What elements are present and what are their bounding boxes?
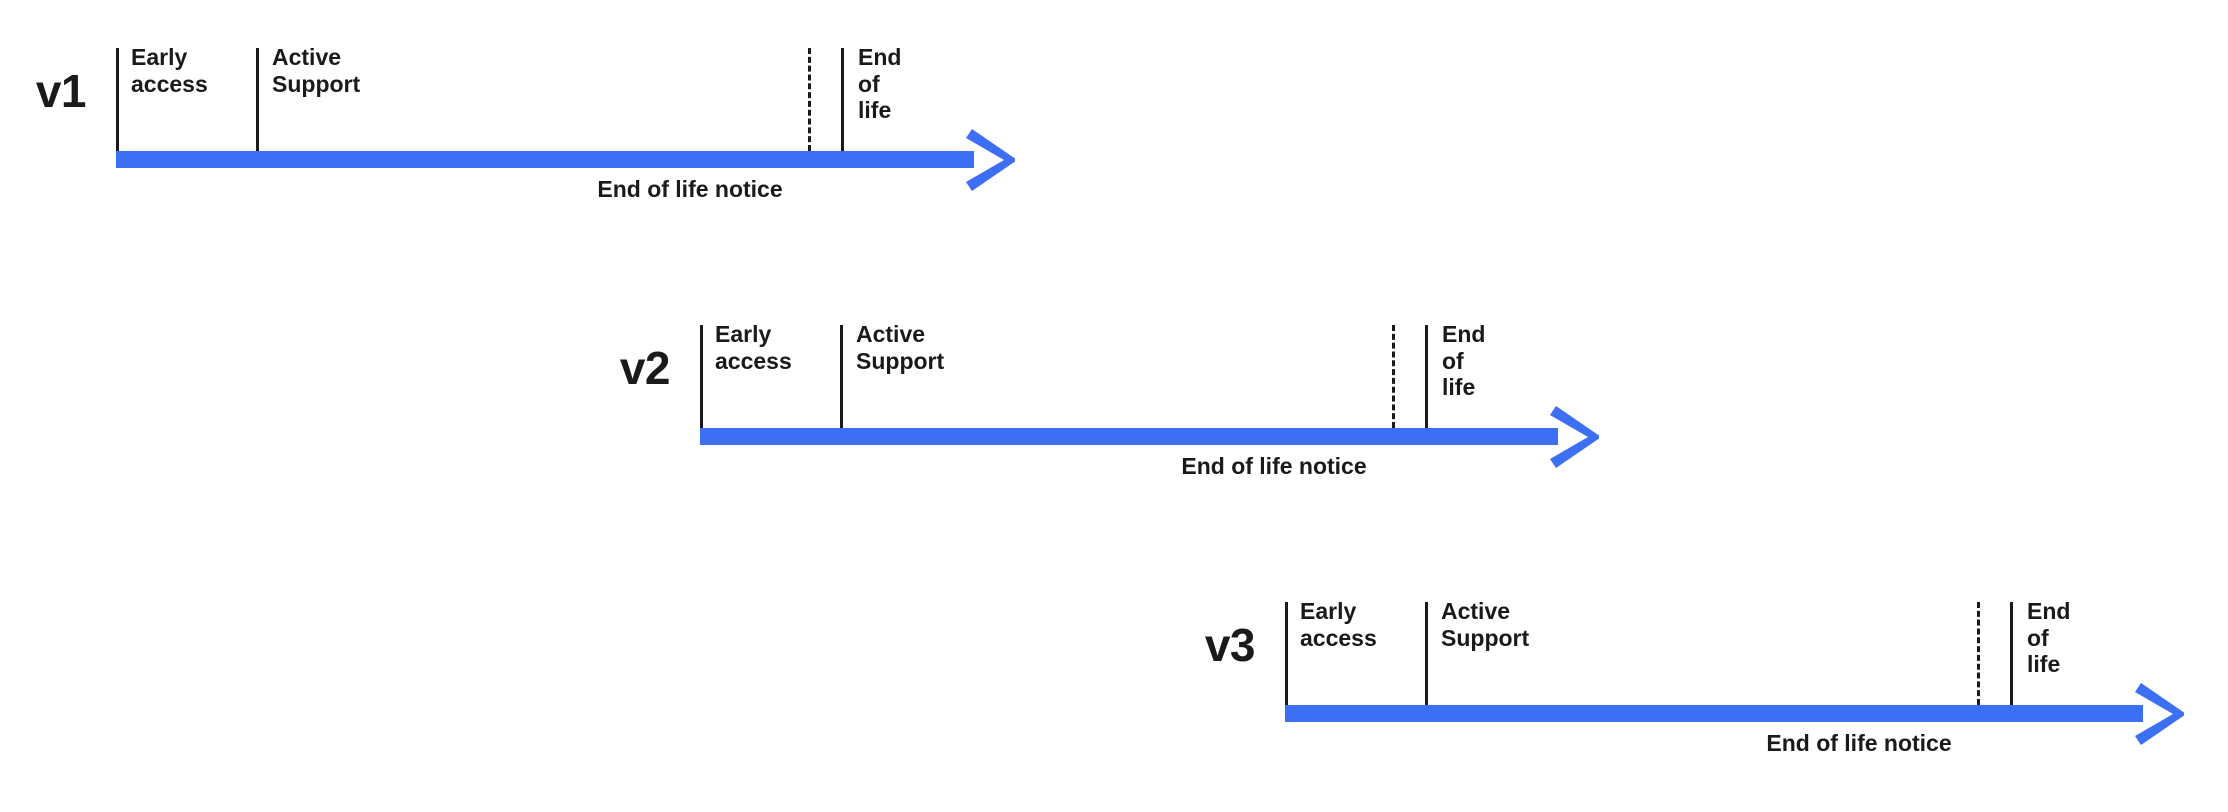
- version-label-v3: v3: [1204, 619, 1256, 671]
- phase-label-early-access-v3: Early access: [1300, 598, 1377, 651]
- lifecycle-bar-v3: [1285, 705, 2143, 722]
- phase-tick-end-of-life-notice-v2: [1392, 325, 1395, 428]
- phase-tick-early-access-v1: [116, 48, 119, 151]
- phase-tick-end-of-life-v2: [1425, 325, 1428, 428]
- lifecycle-arrowhead-v1: [966, 129, 1018, 191]
- phase-tick-active-support-v1: [256, 48, 259, 151]
- phase-label-end-of-life-v2: End of life: [1442, 321, 1486, 401]
- version-label-v2: v2: [619, 342, 671, 394]
- lifecycle-bar-v2: [700, 428, 1558, 445]
- phase-label-early-access-v1: Early access: [131, 44, 208, 97]
- phase-label-end-of-life-v3: End of life: [2027, 598, 2071, 678]
- lifecycle-arrowhead-v3: [2135, 683, 2187, 745]
- phase-label-active-support-v2: Active Support: [856, 321, 945, 374]
- phase-tick-end-of-life-notice-v1: [808, 48, 811, 151]
- phase-tick-end-of-life-notice-v3: [1977, 602, 1980, 705]
- phase-label-active-support-v3: Active Support: [1441, 598, 1530, 651]
- lifecycle-arrowhead-v2: [1550, 406, 1602, 468]
- phase-tick-active-support-v3: [1425, 602, 1428, 705]
- phase-tick-early-access-v2: [700, 325, 703, 428]
- version-label-v1: v1: [35, 65, 87, 117]
- phase-tick-end-of-life-v3: [2010, 602, 2013, 705]
- phase-label-end-of-life-v1: End of life: [858, 44, 902, 124]
- notice-label-v2: End of life notice: [1181, 453, 1367, 479]
- phase-tick-end-of-life-v1: [841, 48, 844, 151]
- phase-tick-early-access-v3: [1285, 602, 1288, 705]
- phase-label-early-access-v2: Early access: [715, 321, 792, 374]
- phase-tick-active-support-v2: [840, 325, 843, 428]
- notice-label-v1: End of life notice: [597, 176, 783, 202]
- lifecycle-bar-v1: [116, 151, 974, 168]
- notice-label-v3: End of life notice: [1766, 730, 1952, 756]
- phase-label-active-support-v1: Active Support: [272, 44, 361, 97]
